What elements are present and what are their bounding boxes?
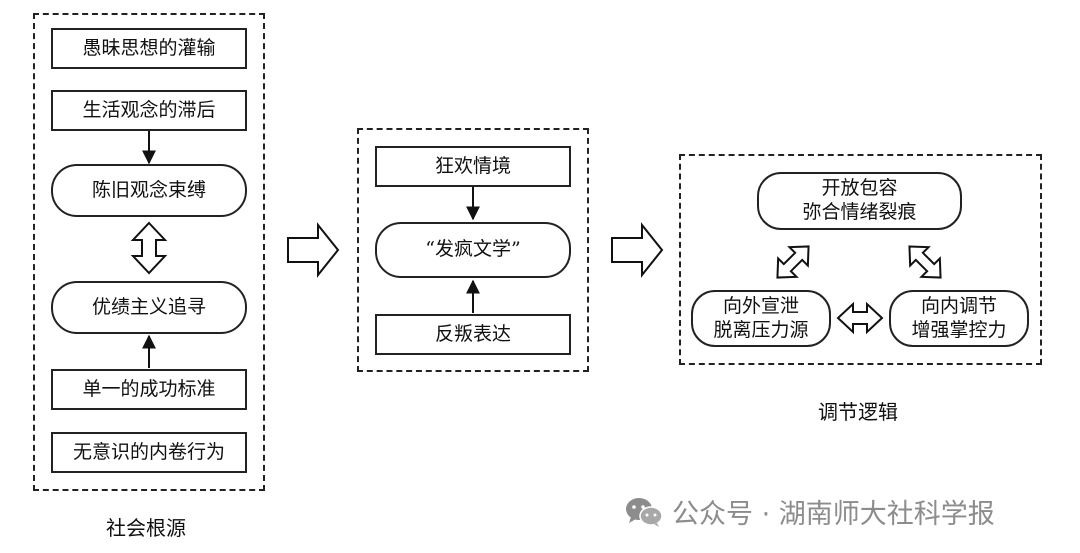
regulation-group (679, 154, 1042, 365)
watermark-text: 公众号 · 湖南师大社科学报 (672, 499, 995, 530)
box-pursuit: 优绩主义追寻 (51, 281, 247, 334)
big-arrow-2 (611, 222, 664, 278)
box-open-inclusive: 开放包容 弥合情绪裂痕 (757, 172, 962, 230)
box-outward-release: 向外宣泄 脱离压力源 (691, 290, 831, 347)
box-inward-adjust-line2: 增强掌控力 (911, 318, 1007, 341)
box-single-standard: 单一的成功标准 (51, 369, 247, 410)
double-arrow-horizontal (836, 301, 884, 335)
box-open-inclusive-line2: 弥合情绪裂痕 (802, 201, 917, 223)
wechat-icon (626, 497, 663, 527)
box-crazy-literature: “发疯文学” (375, 222, 571, 278)
box-bondage: 陈旧观念束缚 (51, 164, 247, 217)
double-arrow-diag-right (908, 245, 942, 279)
phenomenon-group (357, 128, 589, 372)
box-involution: 无意识的内卷行为 (51, 432, 247, 473)
box-inward-adjust: 向内调节 增强掌控力 (889, 290, 1029, 347)
double-arrow-diag-left (776, 245, 810, 279)
box-open-inclusive-line1: 开放包容 (821, 177, 898, 200)
box-ignorance: 愚昧思想的灌输 (51, 28, 247, 69)
watermark: 公众号 · 湖南师大社科学报 (624, 492, 995, 531)
double-arrow-vertical (130, 221, 168, 275)
caption-regulation-logic: 调节逻辑 (818, 400, 898, 424)
box-carnival: 狂欢情境 (375, 146, 571, 187)
social-roots-group (33, 13, 265, 491)
box-inward-adjust-line1: 向内调节 (920, 294, 997, 317)
box-outward-release-line2: 脱离压力源 (713, 318, 809, 341)
box-outward-release-line1: 向外宣泄 (722, 294, 799, 317)
box-lagging: 生活观念的滞后 (51, 90, 247, 131)
box-rebellion: 反叛表达 (375, 314, 571, 355)
caption-social-roots: 社会根源 (106, 516, 186, 540)
big-arrow-1 (287, 222, 340, 278)
